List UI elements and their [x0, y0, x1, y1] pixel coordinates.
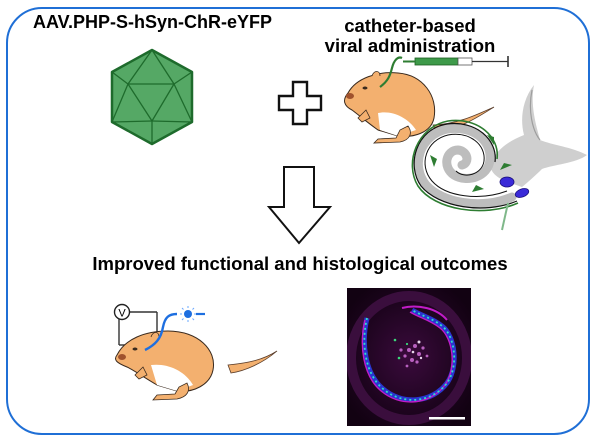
- micrograph-image: [347, 288, 471, 426]
- light-source-icon: [180, 306, 205, 322]
- plus-icon: [277, 80, 323, 126]
- administration-label-line2: viral administration: [324, 35, 496, 56]
- vector-label: AAV.PHP-S-hSyn-ChR-eYFP: [33, 12, 273, 32]
- syringe-icon: [403, 56, 509, 67]
- cochlea-icon: [411, 85, 587, 231]
- icosahedral-capsid-icon: [110, 48, 194, 146]
- figure-frame: [6, 7, 590, 435]
- administration-label: catheter-based viral administration: [325, 16, 496, 56]
- administration-label-line1: catheter-based: [344, 15, 476, 36]
- voltmeter-symbol: V: [118, 308, 126, 320]
- down-arrow-icon: [266, 166, 333, 245]
- scale-bar: [429, 417, 465, 420]
- gerbil-catheter-icon: [344, 56, 495, 144]
- gerbil-optogenetic-icon: V: [113, 303, 278, 401]
- outcome-label: Improved functional and histological out…: [92, 253, 508, 274]
- cochlea-micrograph: [347, 288, 471, 426]
